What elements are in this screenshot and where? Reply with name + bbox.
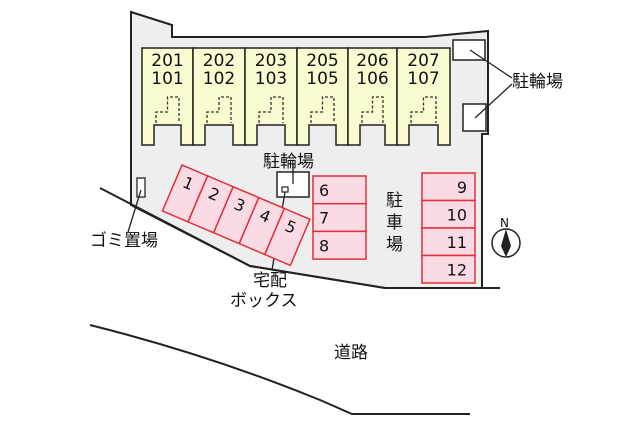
parking-space-10	[421, 199, 476, 229]
unit-number-lower: 103	[255, 69, 287, 89]
unit-interior-outline	[206, 96, 232, 123]
parking-number: 10	[447, 206, 467, 225]
parking-space-8	[312, 230, 367, 260]
parking-number: 7	[319, 209, 329, 228]
delivery-box-label-2: ボックス	[230, 291, 298, 311]
unit-number-upper: 207	[407, 51, 439, 71]
parking-space-11	[421, 227, 476, 257]
unit-number-lower: 101	[151, 69, 183, 89]
bike-parking-center-label: 駐輪場	[263, 152, 314, 172]
parking-number: 12	[447, 261, 467, 280]
parking-label-3: 場	[386, 235, 403, 255]
unit-number-upper: 206	[356, 51, 388, 71]
unit-interior-outline	[155, 96, 180, 123]
parking-space-12	[421, 254, 476, 284]
north-label: N	[500, 216, 509, 230]
delivery-box-label-1: 宅配	[253, 271, 287, 291]
bike-shelter-bottom	[462, 103, 487, 132]
unit-number-lower: 105	[306, 69, 338, 89]
leader-line	[474, 83, 513, 119]
parking-space-6	[312, 175, 367, 205]
delivery-box	[281, 186, 289, 193]
garbage-label: ゴミ置場	[90, 230, 158, 251]
parking-space-5	[263, 207, 311, 267]
parking-middle: 6 7 8	[312, 175, 367, 260]
road-edge-north	[89, 324, 470, 415]
parking-space-9	[421, 172, 476, 202]
unit-interior-outline	[361, 96, 384, 123]
parking-space-7	[312, 202, 367, 233]
unit-number-lower: 107	[407, 69, 439, 89]
garbage-area	[136, 177, 146, 198]
unit-107	[396, 47, 451, 146]
unit-number-upper: 202	[203, 51, 235, 71]
leader-line	[469, 49, 513, 79]
lot-boundary-line	[99, 187, 500, 289]
north-compass-icon: N	[491, 216, 521, 258]
bike-parking-label: 駐輪場	[512, 72, 563, 92]
unit-number-upper: 201	[151, 51, 183, 71]
unit-interior-outline	[410, 96, 437, 123]
parking-number: 11	[447, 233, 467, 252]
parking-number: 8	[319, 236, 329, 255]
parking-number: 9	[457, 178, 467, 197]
unit-number-upper: 203	[255, 51, 287, 71]
unit-interior-outline	[258, 96, 284, 123]
parking-right: 9 10 11 12	[421, 172, 476, 284]
road-label: 道路	[334, 343, 368, 363]
parking-number: 6	[319, 181, 329, 200]
unit-number-lower: 106	[356, 69, 388, 89]
unit-number-upper: 205	[306, 51, 338, 71]
leader-line	[127, 189, 142, 233]
unit-interior-outline	[310, 96, 335, 123]
unit-number-lower: 102	[203, 69, 235, 89]
parking-label-2: 車	[386, 213, 403, 233]
parking-label-1: 駐	[386, 191, 403, 211]
